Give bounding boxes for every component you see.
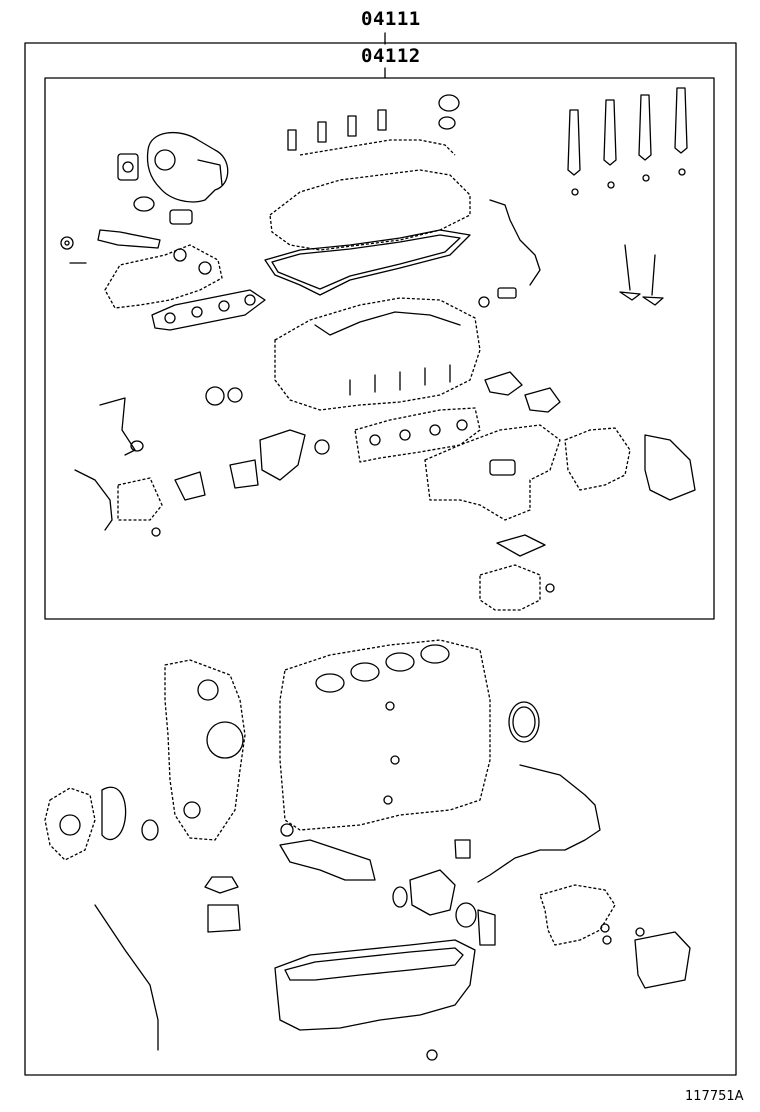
fuel-pipe-drawing xyxy=(479,200,540,307)
turbocharger-drawing xyxy=(118,133,228,202)
figure-id: 117751A xyxy=(685,1089,744,1104)
thermostat-housing-drawing xyxy=(393,870,495,945)
head-gasket xyxy=(355,408,480,462)
water-pump-drawing xyxy=(45,787,158,860)
cylinder-head-drawing xyxy=(275,298,480,410)
part-number-04112: 04112 xyxy=(361,45,421,67)
exhaust-manifold-drawing xyxy=(105,245,222,308)
egr-valve-drawing xyxy=(485,372,695,500)
timing-cover-drawing xyxy=(165,660,245,840)
manifold-gasket xyxy=(152,290,265,330)
rear-oil-seal xyxy=(509,702,539,742)
glow-plugs-and-seals xyxy=(288,95,459,155)
turbo-gasket-plates xyxy=(61,197,192,263)
oil-cooler-drawing xyxy=(540,885,690,988)
oil-pan-drawing xyxy=(275,940,475,1060)
valves-drawing xyxy=(620,245,663,305)
water-pipe-drawing xyxy=(75,387,329,536)
intake-manifold-drawing xyxy=(425,425,560,520)
oil-pump-strainer-drawing xyxy=(280,824,375,880)
oil-filter-and-tube xyxy=(95,877,240,1050)
coolant-pipe-drawing xyxy=(455,765,600,882)
injectors-drawing xyxy=(568,88,687,195)
kit-frames xyxy=(25,33,736,1075)
part-number-04111: 04111 xyxy=(361,8,421,30)
throttle-body-drawing xyxy=(480,535,554,610)
valve-cover-drawing xyxy=(265,170,470,295)
cylinder-block-drawing xyxy=(280,640,490,830)
